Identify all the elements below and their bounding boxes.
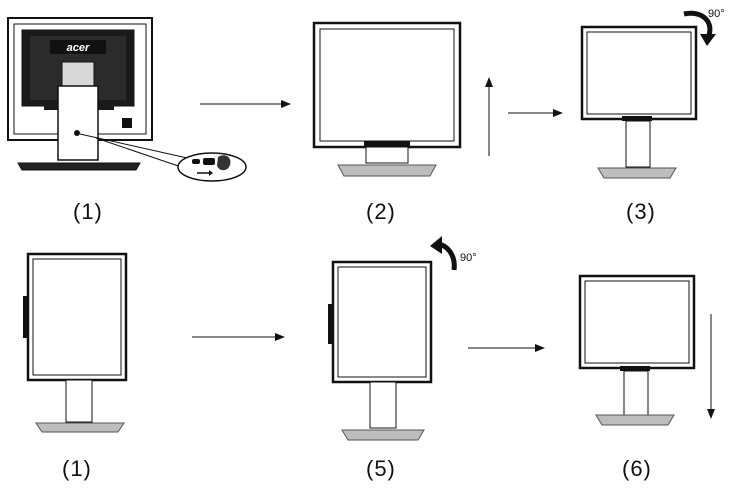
monitor-portrait-rotating	[328, 260, 433, 441]
step-label-4: (1)	[62, 456, 92, 481]
rotation-degree-label-5: 90°	[460, 252, 477, 264]
lock-callout	[79, 133, 247, 182]
monitor-front-view	[312, 21, 462, 177]
monitor-rear-view: acer	[7, 17, 153, 171]
step-label-6: (6)	[622, 456, 652, 481]
monitor-raised	[580, 25, 698, 179]
step-label-2: (2)	[366, 199, 396, 224]
step-label-3: (3)	[626, 199, 656, 224]
rotation-degree-label-3: 90°	[708, 8, 725, 20]
lock-slot-icon	[74, 130, 80, 136]
step-label-5: (5)	[366, 456, 396, 481]
monitor-portrait	[23, 252, 128, 433]
brand-logo: acer	[67, 42, 90, 54]
lock-release-icon	[192, 155, 231, 176]
rotate-clockwise-icon	[683, 10, 716, 46]
step-label-1: (1)	[73, 199, 103, 224]
monitor-lowered	[578, 274, 696, 426]
rotate-counterclockwise-icon	[430, 236, 457, 271]
